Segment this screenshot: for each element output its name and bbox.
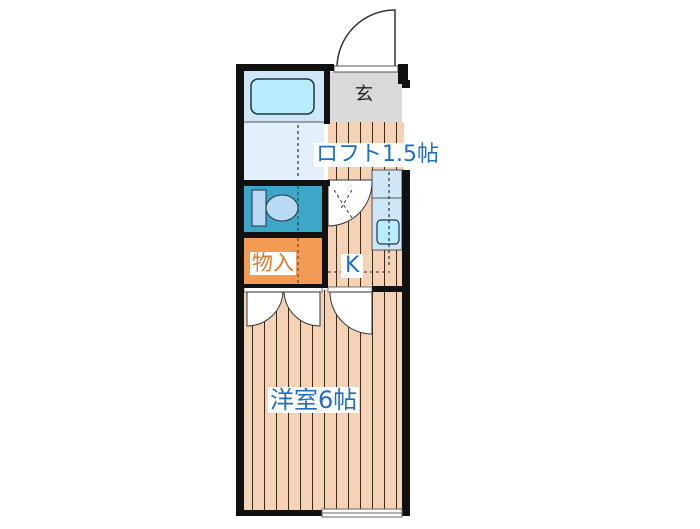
sink-icon [376, 219, 400, 245]
toilet-door[interactable] [327, 179, 373, 227]
storage-label: 物入 [250, 251, 296, 275]
storage-doors[interactable] [243, 286, 323, 327]
western-room-label: 洋室6帖 [268, 386, 360, 414]
loft-label: ロフト1.5帖 [314, 142, 441, 167]
entrance [328, 72, 402, 122]
entrance-door[interactable] [333, 9, 399, 73]
entrance-label: 玄 [355, 84, 373, 105]
toilet-icon [265, 194, 299, 222]
toilet-room [244, 186, 322, 232]
window [321, 508, 403, 518]
bathtub-icon [250, 78, 315, 115]
kitchen-counter [371, 169, 403, 268]
bathroom [244, 70, 324, 180]
kitchen-label: K [341, 254, 364, 278]
